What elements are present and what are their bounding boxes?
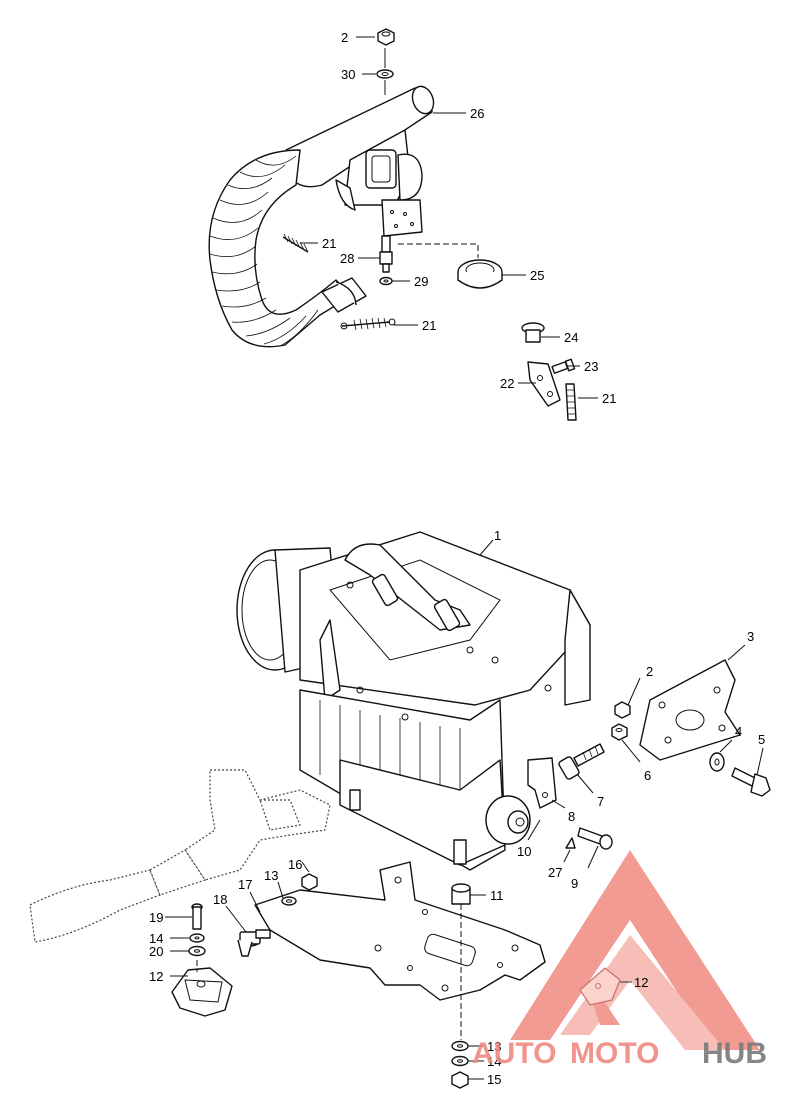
spring-part-21-upper [282,233,309,253]
callout-26: 26 [470,106,484,121]
callout-23: 23 [584,359,598,374]
callout-24: 24 [564,330,578,345]
callout-9: 9 [571,876,578,891]
leader-lines [165,36,764,1080]
pin-part-27 [565,837,576,849]
automotohub-watermark: 12 AUTO MOTO HUB [472,850,767,1070]
callout-27: 27 [548,865,562,880]
callout-18: 18 [213,892,227,907]
callout-25: 25 [530,268,544,283]
callout-5: 5 [758,732,765,747]
callout-1: 1 [494,528,501,543]
callout-21-lower: 21 [422,318,436,333]
callout-14-left: 14 [149,931,163,946]
bolt-part-5 [731,767,771,797]
washer-part-29 [379,276,393,286]
callout-2-top: 2 [341,30,348,45]
callout-21-upper: 21 [322,236,336,251]
callout-22: 22 [500,376,514,391]
callout-6: 6 [644,768,651,783]
exhaust-pipe [208,149,367,348]
watermark-text-auto: AUTO [472,1037,556,1070]
callout-11: 11 [490,888,504,903]
callout-13-lower: 13 [487,1039,501,1054]
callout-12-left: 12 [149,969,163,984]
callout-14-lower: 14 [487,1054,501,1069]
callout-13-upper: 13 [264,868,278,883]
watermark-text-hub: HUB [702,1037,767,1070]
callout-15: 15 [487,1072,501,1087]
stud-part-28 [379,235,393,273]
engine-bracket-part-3 [639,659,741,761]
washer-part-30 [376,69,394,79]
callout-8: 8 [568,809,575,824]
engine-part-1 [236,531,591,871]
callout-30: 30 [341,67,355,82]
spring-part-21-bracket [565,383,577,421]
callout-21-bracket: 21 [602,391,616,406]
callout-numbers: 2 30 26 21 28 29 25 21 24 23 22 21 1 3 2… [149,30,765,1087]
bracket-part-12-right: 12 [579,967,648,1006]
washer-part-14-left [189,933,205,943]
rubber-mount-part-18 [237,929,271,957]
bracket-part-8 [527,757,557,809]
nut-part-6 [611,723,628,741]
spring-part-21-lower [340,317,396,331]
callout-7: 7 [597,794,604,809]
spacer-part-11 [451,883,471,905]
watermark-logo-triangle [510,850,760,1050]
callout-20: 20 [149,944,163,959]
callout-3: 3 [747,629,754,644]
callout-2-lower: 2 [646,664,653,679]
engine-assembly [29,531,771,1089]
washer-part-14-lower [451,1055,469,1067]
callout-17: 17 [238,877,252,892]
bracket-part-22 [527,361,561,407]
callout-19: 19 [149,910,163,925]
washer-part-13-upper [281,896,297,906]
washer-part-13-lower [451,1040,469,1052]
nut-part-15 [451,1071,469,1089]
muffler-part-26 [285,85,435,237]
nut-part-2 [377,28,395,46]
bolt-part-9 [577,827,613,850]
bolt-part-19 [191,903,203,930]
nut-part-16 [301,873,318,891]
callout-12-right: 12 [634,975,648,990]
nut-part-2-lower [614,701,631,719]
callout-16: 16 [288,857,302,872]
callout-29: 29 [414,274,428,289]
washer-part-20 [188,945,206,957]
mount-plate-part-17 [254,861,546,1001]
muffler-assembly [208,28,577,421]
washer-part-4 [709,752,725,772]
exhaust-manifold-ghost [29,769,331,943]
bracket-part-12-left [171,967,233,1017]
callout-4: 4 [735,724,742,739]
callout-28: 28 [340,251,354,266]
bumper-part-24 [521,322,545,343]
grommet-part-25 [457,259,503,289]
bolt-part-7 [558,743,605,780]
watermark-text-moto: MOTO [570,1037,659,1070]
callout-10: 10 [517,844,531,859]
